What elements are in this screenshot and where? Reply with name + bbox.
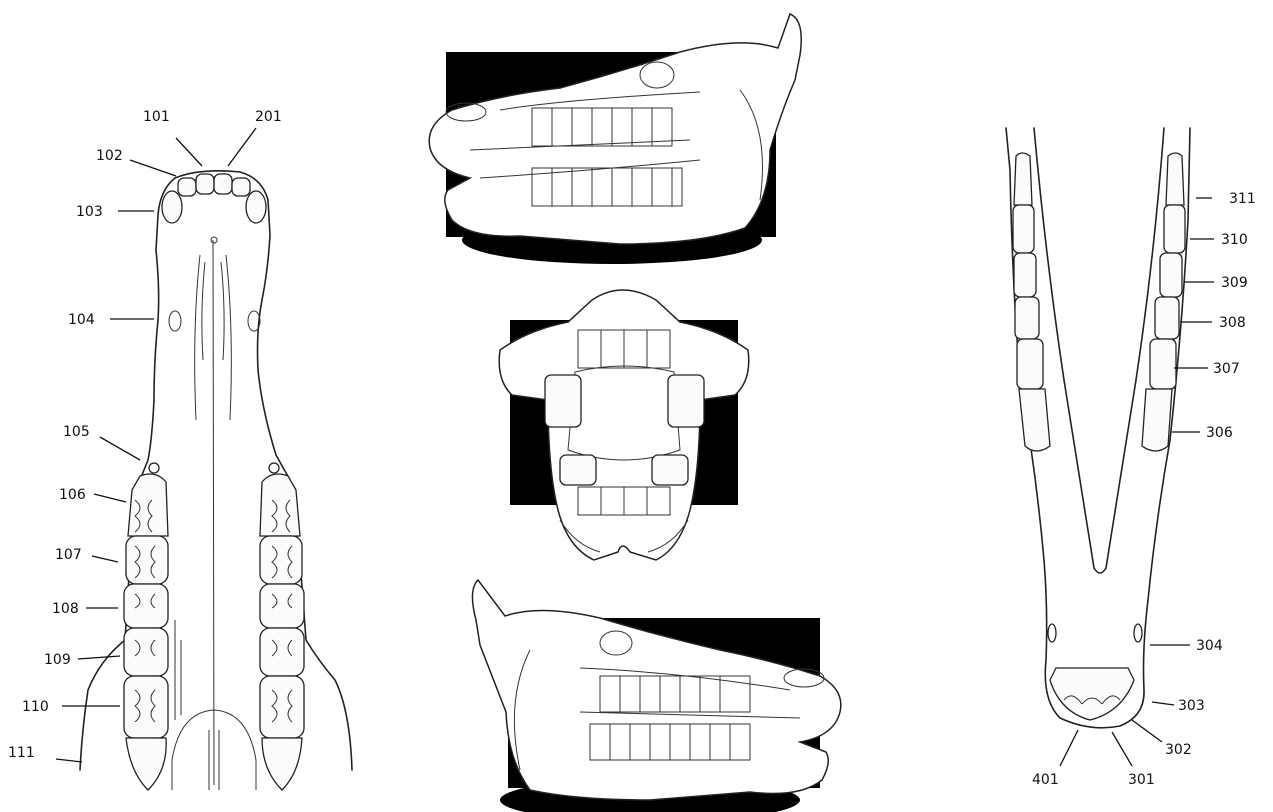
label-107: 107 [55,547,82,563]
label-106: 106 [59,487,86,503]
label-308: 308 [1219,315,1246,331]
label-201: 201 [255,109,282,125]
label-103: 103 [76,204,103,220]
upper-jaw-figure: 101 201 102 103 104 105 106 107 108 109 … [8,109,352,790]
label-111: 111 [8,745,35,761]
label-108: 108 [52,601,79,617]
label-101: 101 [143,109,170,125]
label-304: 304 [1196,638,1223,654]
lower-jaw-figure: 311 310 309 308 307 306 304 303 302 401 … [1006,128,1256,788]
label-110: 110 [22,699,49,715]
label-303: 303 [1178,698,1205,714]
label-105: 105 [63,424,90,440]
label-301: 301 [1128,772,1155,788]
label-309: 309 [1221,275,1248,291]
skull-lateral-left-figure [429,14,801,264]
label-311: 311 [1229,191,1256,207]
label-102: 102 [96,148,123,164]
label-109: 109 [44,652,71,668]
skull-frontal-figure [499,290,749,560]
label-310: 310 [1221,232,1248,248]
label-302: 302 [1165,742,1192,758]
label-306: 306 [1206,425,1233,441]
label-104: 104 [68,312,95,328]
skull-lateral-right-figure [472,580,840,812]
label-307: 307 [1213,361,1240,377]
label-401: 401 [1032,772,1059,788]
